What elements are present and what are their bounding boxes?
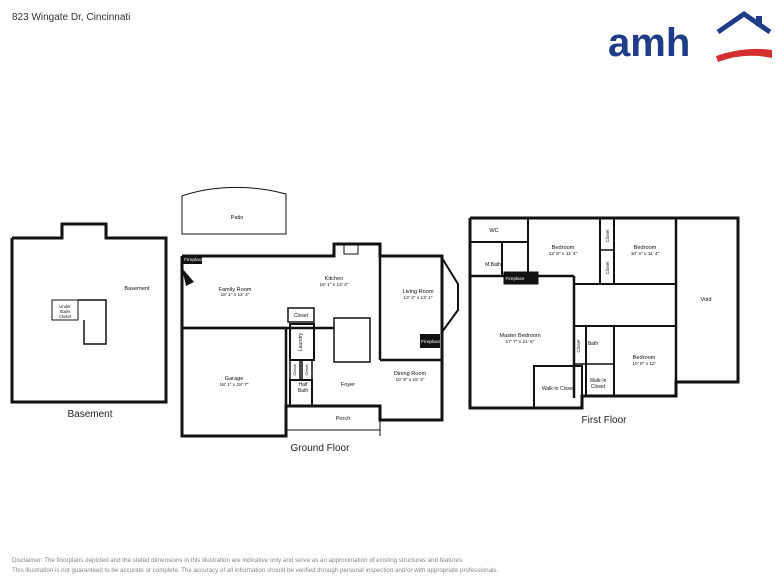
- logo-wordmark: amh: [608, 21, 690, 64]
- room-half-bath-2: Bath: [298, 388, 309, 394]
- disclaimer-line-1: Disclaimer: The floorplans depicted and …: [12, 557, 464, 564]
- floor-title-basement: Basement: [67, 409, 112, 420]
- room-under-stairs-2: Stairs: [60, 309, 71, 314]
- room-bedroom-2: Bedroom: [634, 245, 657, 251]
- room-garage: Garage: [225, 376, 244, 382]
- disclaimer-line-2: This illustration is not guaranteed to b…: [12, 567, 499, 574]
- room-void: Void: [701, 297, 712, 303]
- room-bedroom-1-dims: 12' 8" x 11' 4": [549, 251, 578, 257]
- room-porch: Porch: [336, 416, 351, 422]
- room-dining: Dining Room: [394, 371, 427, 377]
- room-under-stairs-3: Closet: [59, 314, 72, 319]
- first-floor-walls: [468, 216, 740, 410]
- room-walkin-1: Walk-In Closet: [542, 386, 575, 392]
- room-closet-small-2: Closet: [304, 363, 309, 375]
- room-bedroom-2-dims: 10' 4" x 11' 4": [631, 251, 660, 257]
- room-closet-upper-2: Closet: [605, 261, 610, 275]
- room-walkin-2-2: Closet: [591, 384, 606, 390]
- room-half-bath-1: Half: [299, 382, 309, 388]
- room-kitchen: Kitchen: [325, 276, 344, 282]
- room-kitchen-dims: 16' 1" x 13' 4": [320, 282, 349, 288]
- room-under-stairs-1: Under: [59, 304, 71, 309]
- room-basement: Basement: [124, 286, 150, 292]
- room-closet-bath: Closet: [576, 339, 581, 353]
- basement-walls: [10, 222, 168, 404]
- property-address: 823 Wingate Dr, Cincinnati: [12, 12, 131, 23]
- room-walkin-2-1: Walk-In: [590, 378, 607, 384]
- room-living-dims: 13' 4" x 13' 1": [404, 295, 433, 301]
- room-master: Master Bedroom: [499, 333, 541, 339]
- room-laundry: Laundry: [298, 332, 304, 351]
- room-fireplace-family: Fireplace: [184, 257, 204, 263]
- room-bedroom-3: Bedroom: [633, 355, 656, 361]
- room-wc: WC: [489, 228, 498, 234]
- amh-logo: amh: [606, 10, 772, 65]
- room-living: Living Room: [402, 289, 433, 295]
- room-garage-dims: 18' 1" x 18' 7": [220, 382, 249, 388]
- room-bedroom-1: Bedroom: [552, 245, 575, 251]
- room-closet-foyer: Closet: [294, 313, 309, 319]
- room-fireplace-living: Fireplace: [421, 339, 441, 345]
- floor-title-ground: Ground Floor: [291, 443, 351, 454]
- room-closet-small-1: Closet: [292, 363, 297, 375]
- room-mbath: M.Bath: [485, 262, 501, 268]
- room-dining-dims: 10' 8" x 15' 2": [396, 377, 425, 383]
- room-foyer: Foyer: [341, 382, 355, 388]
- room-family: Family Room: [219, 287, 252, 293]
- room-patio: Patio: [231, 215, 244, 221]
- room-family-dims: 18' 1" x 12' 4": [221, 292, 250, 298]
- room-bath: Bath: [588, 341, 599, 347]
- room-master-dims: 17' 7" x 21' 5": [506, 339, 535, 345]
- room-fireplace-master: Fireplace: [506, 276, 525, 281]
- ground-floor-walls: [180, 186, 459, 438]
- room-closet-upper-1: Closet: [605, 229, 610, 243]
- room-bedroom-3-dims: 10' 8" x 12': [632, 361, 655, 367]
- floor-title-first: First Floor: [582, 415, 628, 426]
